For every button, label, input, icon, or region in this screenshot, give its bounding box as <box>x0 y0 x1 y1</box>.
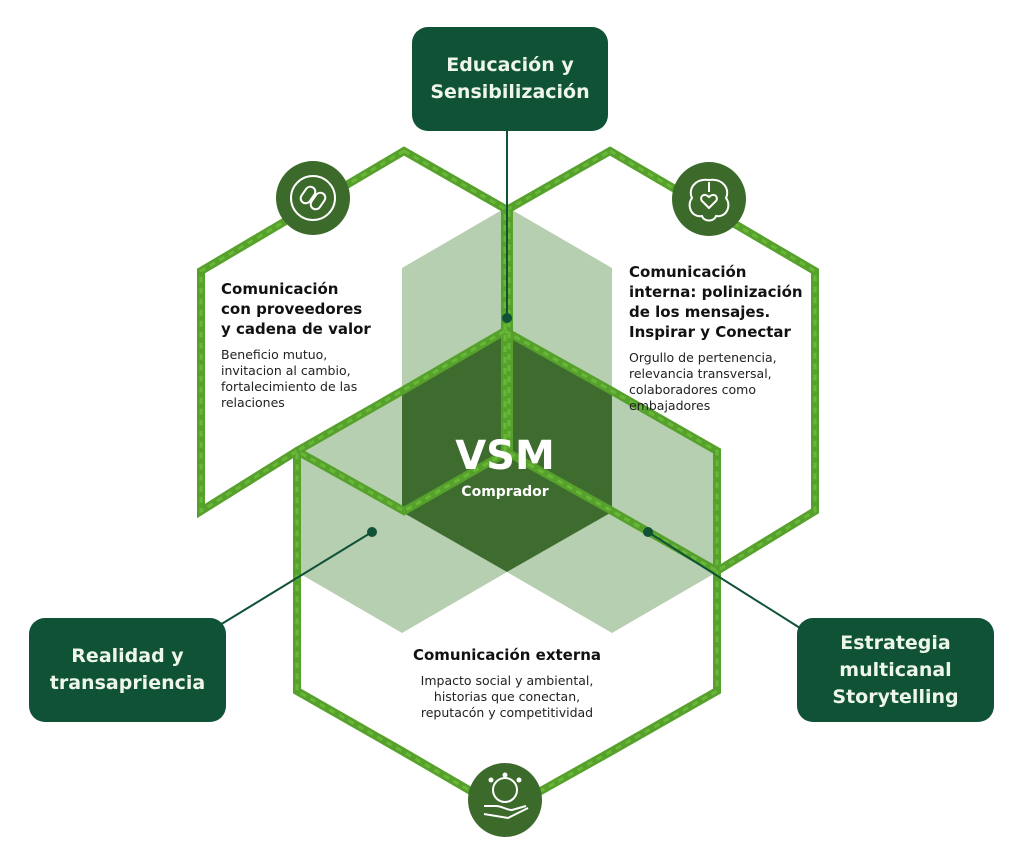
section-external-title: Comunicación externa <box>412 646 602 664</box>
hexagon-internal-texture <box>503 149 817 573</box>
section-external-description: Impacto social y ambiental, historias qu… <box>420 673 594 720</box>
section-internal-title: Comunicación interna: polinización de lo… <box>629 263 803 341</box>
section-external: Comunicación externa Impacto social y am… <box>392 645 622 721</box>
callout-right: Estrategia multicanal Storytelling <box>797 618 994 722</box>
section-internal: Comunicación interna: polinización de lo… <box>629 262 814 414</box>
connector-dot-right <box>643 527 653 537</box>
brain-heart-icon <box>672 162 746 236</box>
connector-right <box>647 531 801 629</box>
connector-left <box>214 531 373 629</box>
section-suppliers: Comunicación con proveedores y cadena de… <box>221 279 421 411</box>
section-suppliers-title: Comunicación con proveedores y cadena de… <box>221 280 371 338</box>
callout-left-label: Realidad y transapriencia <box>49 645 206 694</box>
section-internal-description: Orgullo de pertenencia, relevancia trans… <box>629 350 777 413</box>
section-suppliers-description: Beneficio mutuo, invitacion al cambio, f… <box>221 347 358 410</box>
hexagon-suppliers-texture <box>199 149 511 514</box>
callout-top-label: Educación y Sensibilización <box>430 54 590 103</box>
callout-right-label: Estrategia multicanal Storytelling <box>832 631 959 708</box>
connector-dot-top <box>502 313 512 323</box>
callout-left: Realidad y transapriencia <box>29 618 226 722</box>
hand-network-icon <box>468 763 542 837</box>
center-title: VSM <box>455 433 555 479</box>
circular-chain-icon <box>276 161 350 235</box>
callout-top: Educación y Sensibilización <box>412 27 608 131</box>
center-subtitle: Comprador <box>461 484 549 500</box>
connector-dot-left <box>367 527 377 537</box>
